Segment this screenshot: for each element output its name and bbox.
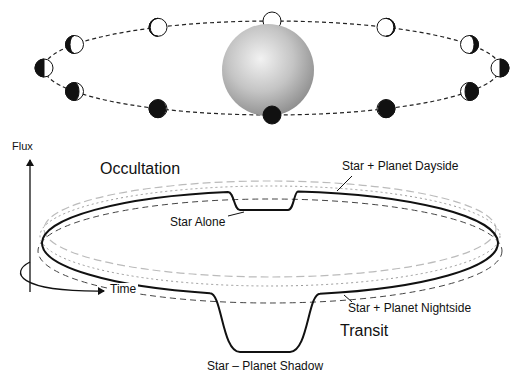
offset-curves [38, 181, 502, 303]
time-arrow [21, 262, 104, 291]
leader-lines [228, 176, 352, 302]
axis-label: Flux [10, 140, 35, 153]
curve-label: Star + Planet Dayside [340, 160, 460, 174]
curve-label: Star Alone [168, 216, 227, 230]
curve-label: Star – Planet Shadow [205, 360, 325, 374]
orbit-path [44, 21, 500, 115]
region-label: Transit [338, 322, 390, 340]
planet-phases-front [66, 83, 479, 125]
axis-label: Time [108, 283, 138, 297]
flux-curve-back [42, 191, 498, 243]
star [222, 24, 314, 116]
curve-label: Star + Planet Nightside [346, 302, 473, 316]
flux-axis [29, 160, 30, 292]
flux-curve-front [42, 243, 498, 352]
region-label: Occultation [98, 160, 182, 178]
